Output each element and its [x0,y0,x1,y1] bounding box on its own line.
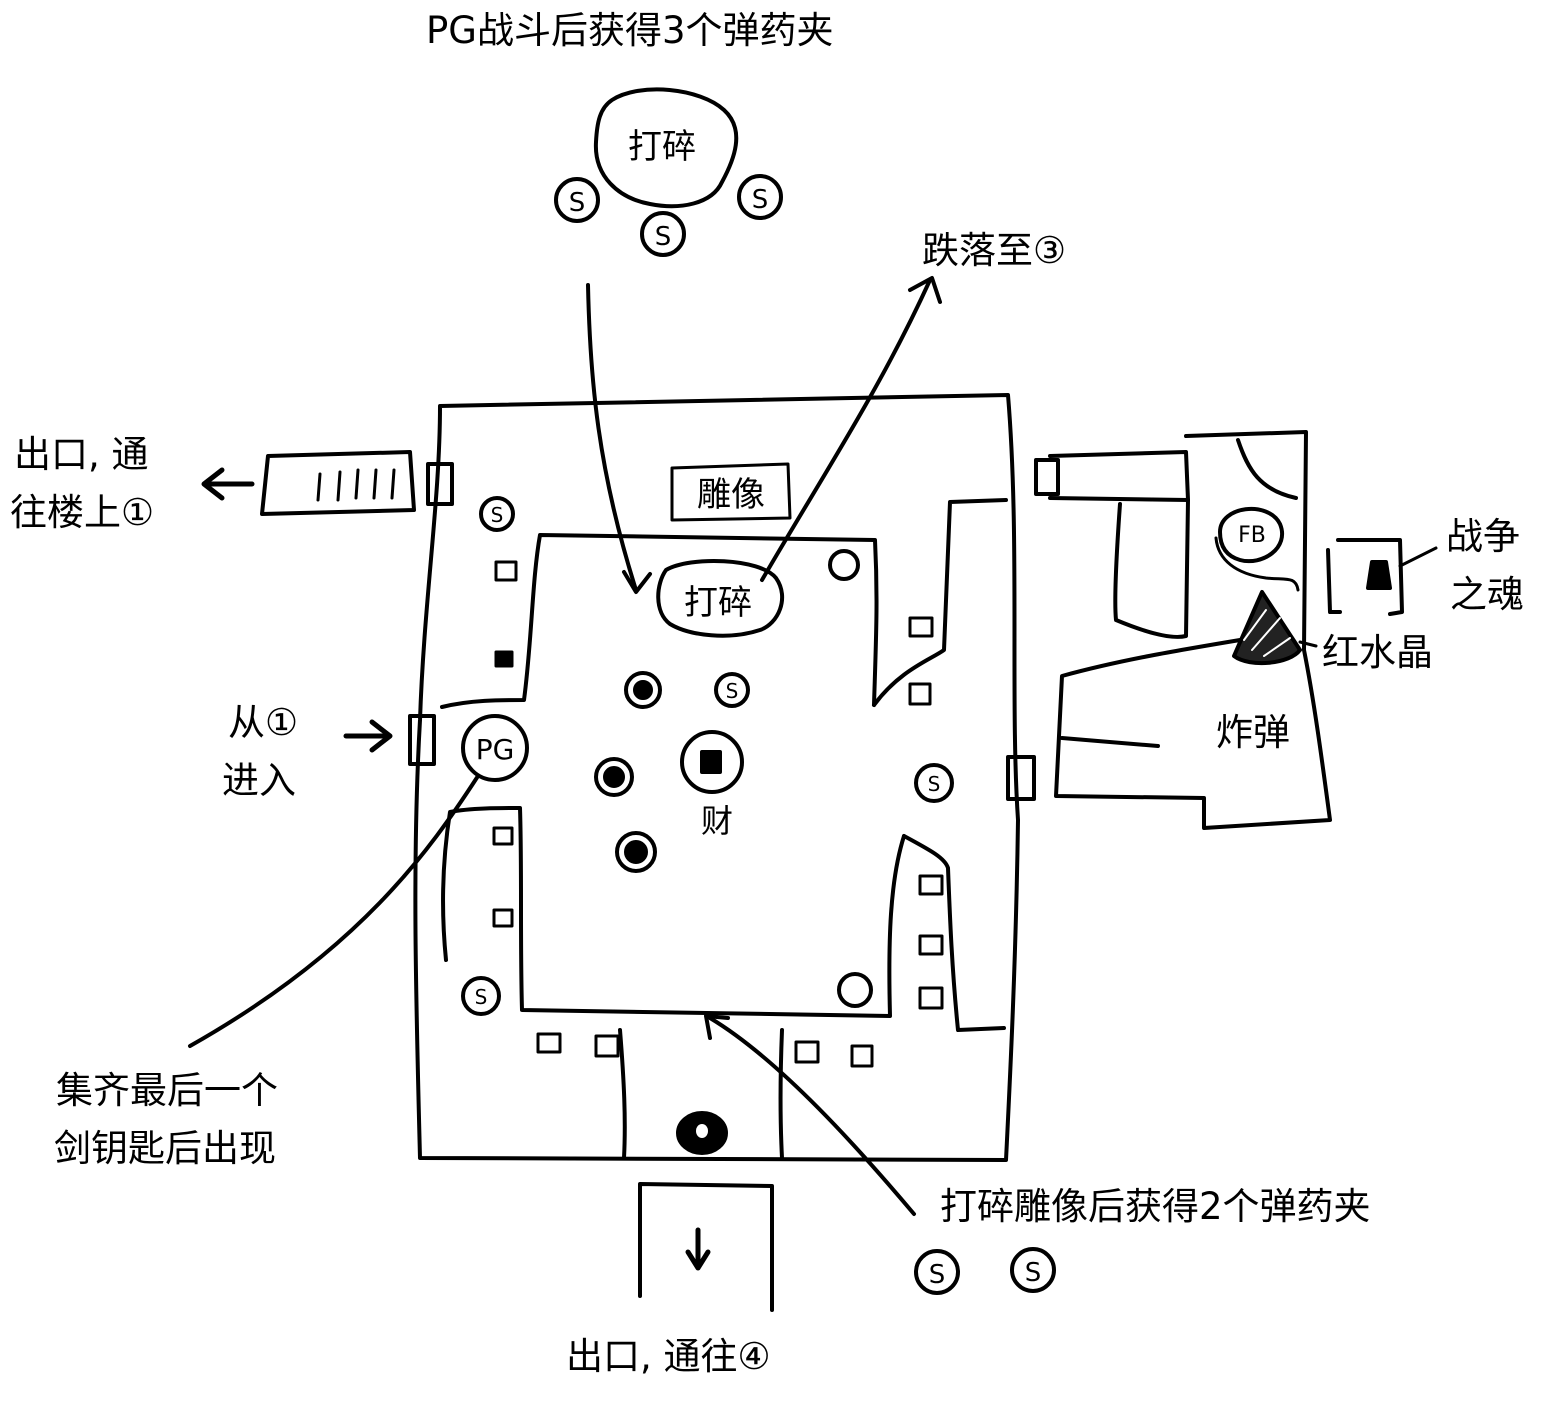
ammo-clip-icon: S [479,496,515,532]
treasure-cluster [594,671,744,873]
svg-text:S: S [726,679,739,703]
war-spirit-note-line1: 战争 [1446,515,1520,558]
arrow-pg-to-note [188,774,480,1048]
arrow-head [622,570,652,594]
exit-up-note-line2: 往楼上① [10,491,155,534]
pg-reward-note: PG战斗后获得3个弹药夹 [426,9,834,52]
svg-text:S: S [569,188,586,218]
inner-wall-right-upper [872,498,1008,707]
svg-text:S: S [752,185,769,215]
exit-corridor-bottom[interactable] [638,1182,774,1312]
statue-plaque: 雕像 [670,462,792,522]
corridor-divider-left [618,1028,627,1160]
red-crystal-icon [1232,590,1302,666]
arrow-statue-reward [708,1016,916,1216]
inner-wall-left-lower [441,806,906,1018]
right-room-inner [1113,498,1190,639]
ammo-clip-icon [828,549,860,581]
ammo-clip-icon: S [461,976,501,1016]
arrow-head [685,1249,711,1271]
arrow-head [369,719,393,753]
fb-wall [1214,536,1300,592]
exit-down-note: 出口, 通往④ [566,1335,771,1378]
ammo-clip-icon: S [914,763,954,803]
door-right[interactable] [1006,755,1036,801]
war-spirit-icon [1326,538,1438,616]
enter-from-note-line1: 从① [228,701,299,744]
outer-room-wall [413,393,1020,1162]
door-left-entry[interactable] [408,714,436,766]
exit-up-note-line1: 出口, 通 [14,433,149,476]
arrow-rock-to-center [586,283,638,592]
right-room-divider [1060,736,1160,748]
collect-key-note-line2: 剑钥匙后出现 [54,1127,276,1170]
arrow-fall [760,278,932,582]
arrow-head [704,1014,730,1040]
statue-label: 雕像 [697,475,765,515]
pot-icons [492,560,944,1068]
collect-key-note-line1: 集齐最后一个 [56,1069,278,1112]
stairs-up[interactable] [260,450,416,516]
war-spirit-note-line2: 之魂 [1450,573,1524,616]
arrow-head [908,276,942,304]
svg-text:S: S [491,503,504,527]
treasure-label: 财 [701,802,733,840]
ammo-clip-icon: S [554,177,600,223]
crystal-pointer [1298,640,1318,648]
inner-wall-left [440,533,879,709]
fall-to-note: 跌落至③ [922,229,1067,272]
door-right-top[interactable] [1034,458,1060,496]
right-room-outline [1054,430,1332,830]
door-left-top[interactable] [426,462,454,506]
svg-text:S: S [655,222,672,252]
statue-reward-note: 打碎雕像后获得2个弹药夹 [940,1185,1371,1228]
enter-from-note-line2: 进入 [222,759,296,802]
svg-text:S: S [928,772,941,796]
svg-text:S: S [1025,1258,1042,1288]
svg-text:FB: FB [1238,523,1266,548]
ammo-clip-icon: S [914,1249,960,1295]
bomb-note: 炸弹 [1216,711,1290,754]
ammo-clip-icon: S [1010,1247,1056,1293]
svg-text:PG: PG [476,733,515,766]
center-breakable-rock[interactable]: 打碎 [656,558,785,638]
ammo-clip-icon: S [737,174,783,220]
right-corridor [1048,450,1190,502]
ammo-clip-icon: S [640,211,686,257]
ammo-clip-icon [837,972,873,1008]
inner-wall-right-lower [902,834,1006,1032]
arrow-head [201,467,225,501]
svg-text:S: S [929,1260,946,1290]
fb-enemy-marker: FB [1218,506,1284,564]
svg-text:S: S [475,985,488,1009]
red-crystal-note: 红水晶 [1322,631,1433,674]
pg-enemy-marker: PG [461,714,529,782]
key-orb [676,1111,728,1155]
top-breakable-rock: 打碎 [593,87,739,209]
ammo-clip-icon: S [714,672,750,708]
right-room-inner-line [1236,438,1298,500]
top-break-label: 打碎 [628,127,696,167]
center-break-label: 打碎 [684,583,752,623]
corridor-divider-right [778,1028,784,1160]
